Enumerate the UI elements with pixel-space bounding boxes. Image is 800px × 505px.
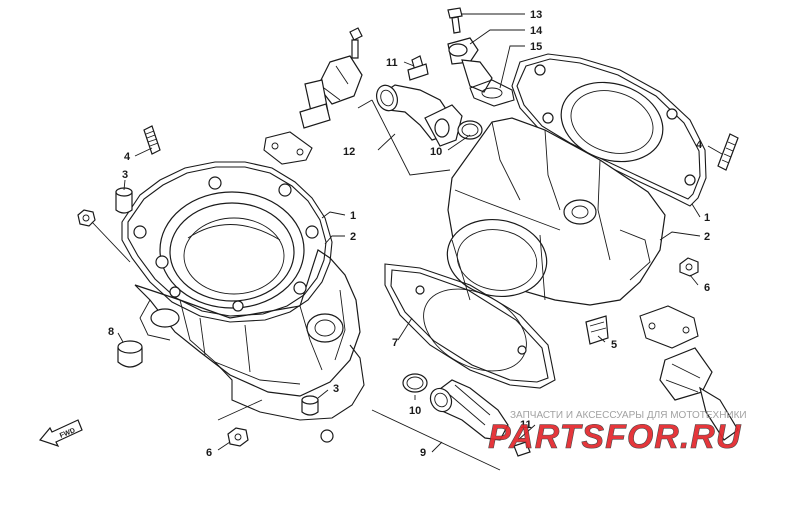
left-base-gasket	[214, 344, 365, 443]
callout-9: 9	[420, 447, 426, 459]
oring-top	[457, 120, 483, 140]
callout-8: 8	[108, 326, 114, 338]
left-dowel-top	[115, 187, 133, 214]
left-bottom-nut	[227, 427, 249, 447]
coolant-elbow-bottom	[429, 379, 509, 441]
right-head-gasket	[511, 53, 707, 207]
watermark-logo: PARTSFOR.RU	[488, 418, 742, 456]
chain-tensioner-left	[263, 27, 363, 165]
callout-1-right: 1	[704, 212, 710, 224]
fwd-arrow-icon: FWD	[38, 419, 83, 448]
callout-11-top: 11	[386, 57, 398, 69]
left-head-gasket	[121, 161, 333, 323]
callout-15: 15	[530, 41, 542, 53]
right-base-gasket	[384, 263, 556, 389]
leader-lines	[91, 13, 723, 471]
chain-tensioner-right	[639, 305, 739, 441]
watermark: ЗАПЧАСТИ И АКСЕССУАРЫ ДЛЯ МОТОТЕХНИКИ PA…	[488, 410, 747, 456]
watermark-tagline: ЗАПЧАСТИ И АКСЕССУАРЫ ДЛЯ МОТОТЕХНИКИ	[510, 410, 747, 421]
left-plug	[117, 340, 143, 368]
callout-4-left: 4	[124, 151, 131, 163]
right-cylinder-assembly	[376, 7, 739, 457]
callout-labels: 13 14 15 11 12 10 4 3 1 2 8 7 3 6 10 11 …	[108, 9, 710, 459]
right-cylinder-block	[446, 117, 666, 306]
right-flange-nut	[679, 257, 699, 277]
callout-14: 14	[530, 25, 543, 37]
callout-12: 12	[343, 146, 355, 158]
tensioner-14	[447, 37, 493, 93]
right-dowel	[585, 315, 609, 345]
callout-10-top: 10	[430, 146, 442, 158]
callout-3-top: 3	[122, 169, 128, 181]
callout-13: 13	[530, 9, 542, 21]
callout-6-left: 6	[206, 447, 212, 459]
callout-1-left: 1	[350, 210, 356, 222]
gasket-15	[469, 79, 515, 107]
callout-11-bottom: 11	[520, 419, 532, 431]
callout-5: 5	[611, 339, 617, 351]
callout-10-bottom: 10	[409, 405, 421, 417]
callout-7: 7	[392, 337, 398, 349]
callout-2-right: 2	[704, 231, 710, 243]
bolt-13	[447, 7, 463, 34]
left-stud	[143, 125, 161, 155]
callout-3-bottom: 3	[333, 383, 339, 395]
right-stud	[717, 133, 739, 171]
bolt-top	[407, 55, 429, 81]
callout-4-right: 4	[696, 139, 703, 151]
left-cylinder-assembly: FWD	[38, 27, 365, 448]
left-dowel-bottom	[301, 395, 319, 416]
callout-2-left: 2	[350, 231, 356, 243]
left-flange-nut	[77, 209, 96, 227]
callout-6-right: 6	[704, 282, 710, 294]
coolant-elbow-top	[376, 84, 463, 147]
bolt-bottom	[513, 441, 531, 457]
oring-bottom	[402, 373, 428, 393]
